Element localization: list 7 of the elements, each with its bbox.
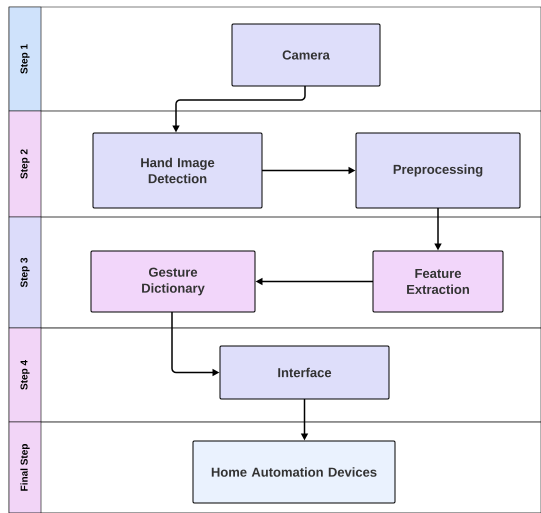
process-box: Gesture Dictionary	[90, 250, 256, 312]
process-box: Feature Extraction	[372, 250, 504, 312]
process-box: Hand Image Detection	[92, 132, 262, 208]
process-box: Interface	[220, 346, 390, 400]
process-box: Preprocessing	[356, 132, 520, 208]
process-box: Camera	[232, 24, 380, 86]
process-box: Home Automation Devices	[192, 440, 396, 504]
